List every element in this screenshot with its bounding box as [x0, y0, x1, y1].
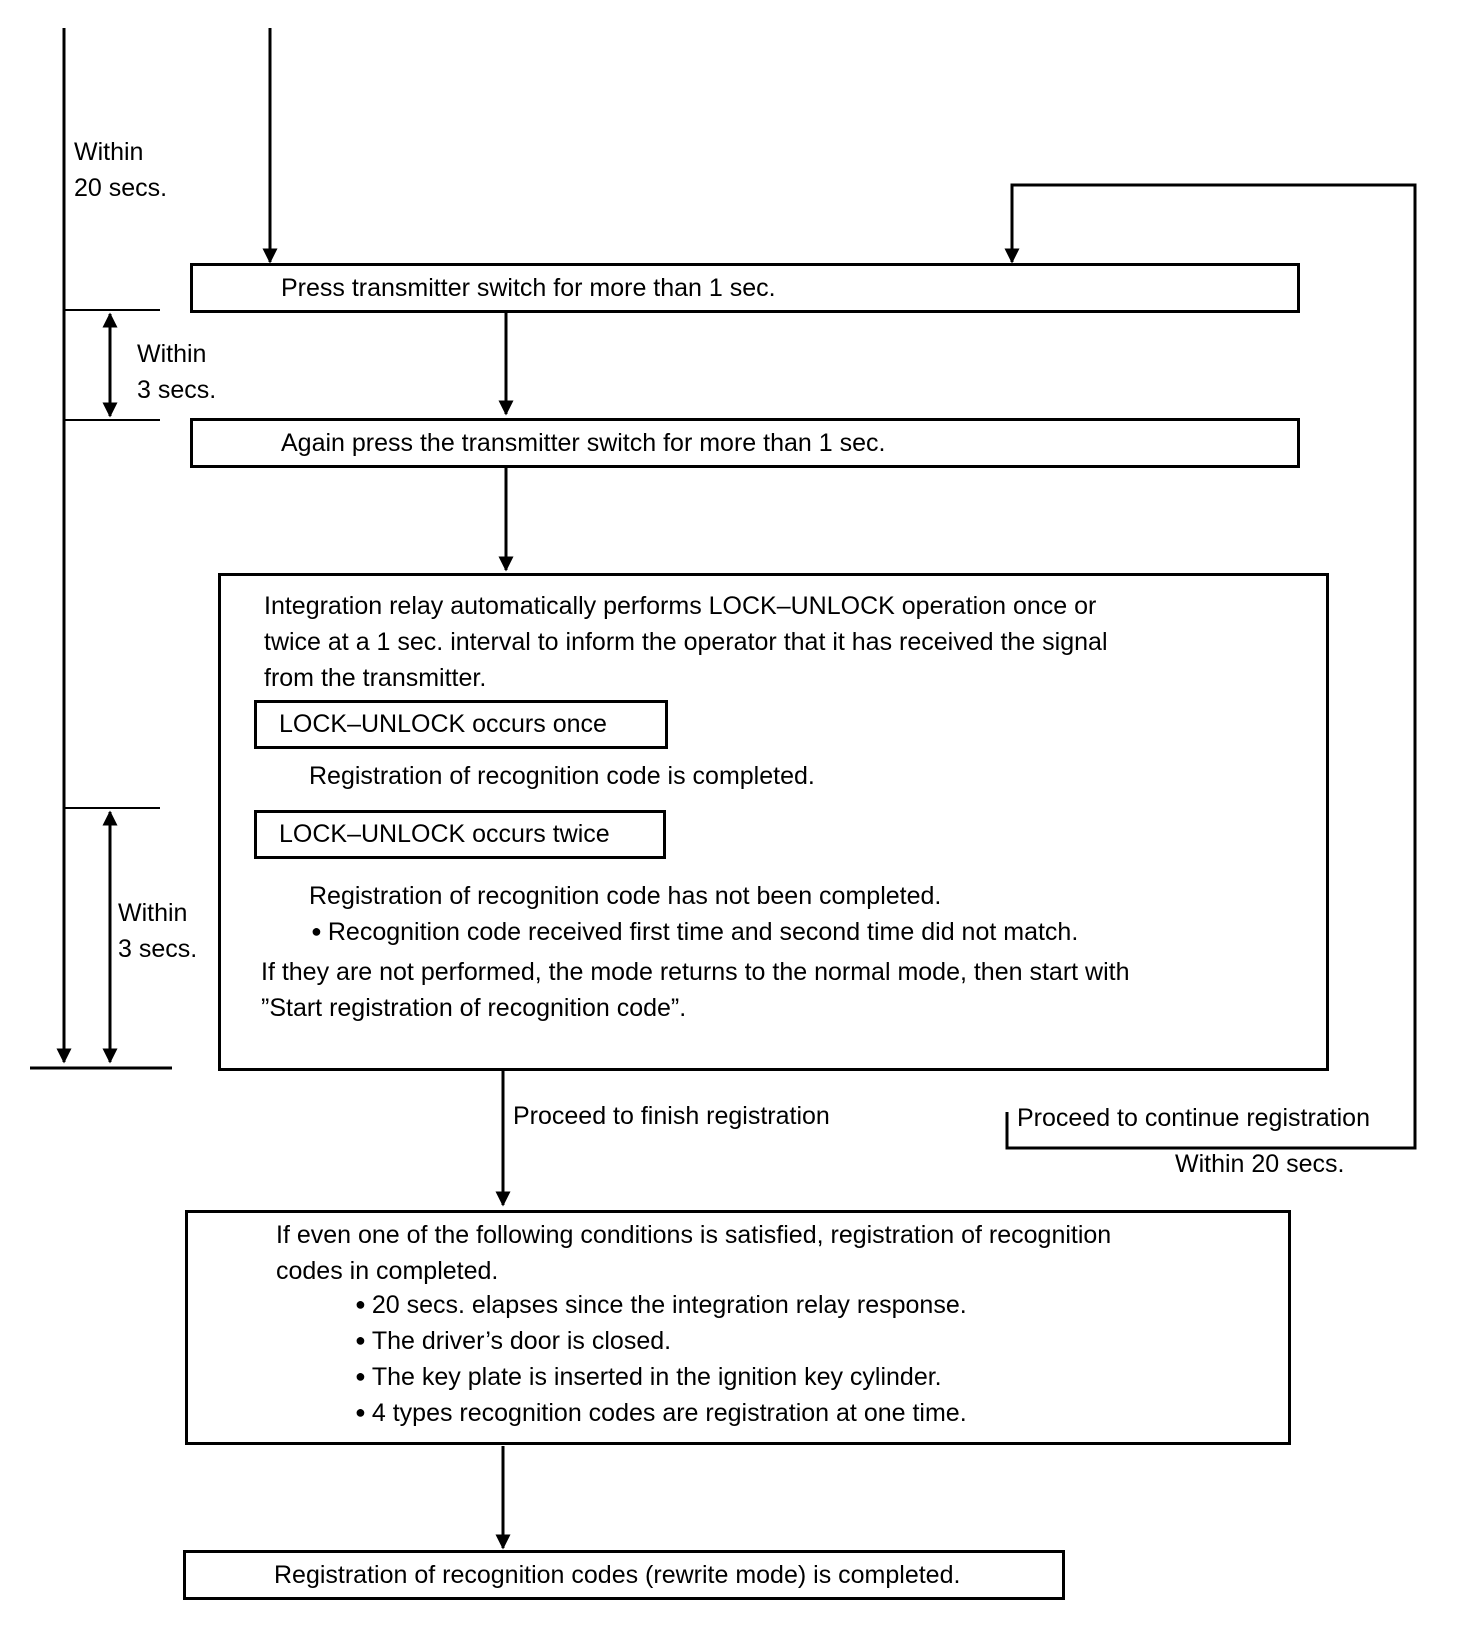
within-3s-top-label: Within 3 secs.	[137, 340, 217, 404]
final-box: Registration of recognition codes (rewri…	[183, 1550, 1065, 1600]
condition-item: 4 types recognition codes are registrati…	[355, 1395, 967, 1433]
final-text: Registration of recognition codes (rewri…	[274, 1561, 961, 1589]
condition-item: 20 secs. elapses since the integration r…	[355, 1287, 967, 1325]
within-20s-loop-label: Within 20 secs.	[1175, 1150, 1345, 1178]
twice-result: Registration of recognition code has not…	[309, 882, 942, 910]
press-switch-box: Press transmitter switch for more than 1…	[190, 263, 1300, 313]
continue-loop-path	[1004, 183, 1417, 1150]
continue-registration-label: Proceed to continue registration	[1017, 1104, 1370, 1132]
within-20s-label: Within 20 secs.	[74, 138, 168, 202]
once-label: LOCK–UNLOCK occurs once	[279, 710, 607, 738]
once-result: Registration of recognition code is comp…	[309, 762, 815, 790]
condition-item: The driver’s door is closed.	[355, 1323, 671, 1361]
twice-label-box: LOCK–UNLOCK occurs twice	[254, 810, 666, 859]
once-label-box: LOCK–UNLOCK occurs once	[254, 700, 668, 749]
again-press-text: Again press the transmitter switch for m…	[281, 429, 886, 457]
relay-response-box: Integration relay automatically performs…	[218, 573, 1329, 1071]
again-press-box: Again press the transmitter switch for m…	[190, 418, 1300, 468]
press-switch-text: Press transmitter switch for more than 1…	[281, 274, 776, 302]
conditions-intro: If even one of the following conditions …	[276, 1221, 1112, 1285]
condition-item: The key plate is inserted in the ignitio…	[355, 1359, 942, 1397]
within-3s-bottom-label: Within 3 secs.	[118, 899, 198, 963]
twice-reason: Recognition code received first time and…	[311, 914, 1078, 952]
relay-intro: Integration relay automatically performs…	[264, 592, 1108, 692]
finish-registration-label: Proceed to finish registration	[513, 1102, 830, 1130]
conditions-box: If even one of the following conditions …	[185, 1210, 1291, 1445]
twice-label: LOCK–UNLOCK occurs twice	[279, 820, 610, 848]
relay-footer: If they are not performed, the mode retu…	[261, 958, 1130, 1022]
